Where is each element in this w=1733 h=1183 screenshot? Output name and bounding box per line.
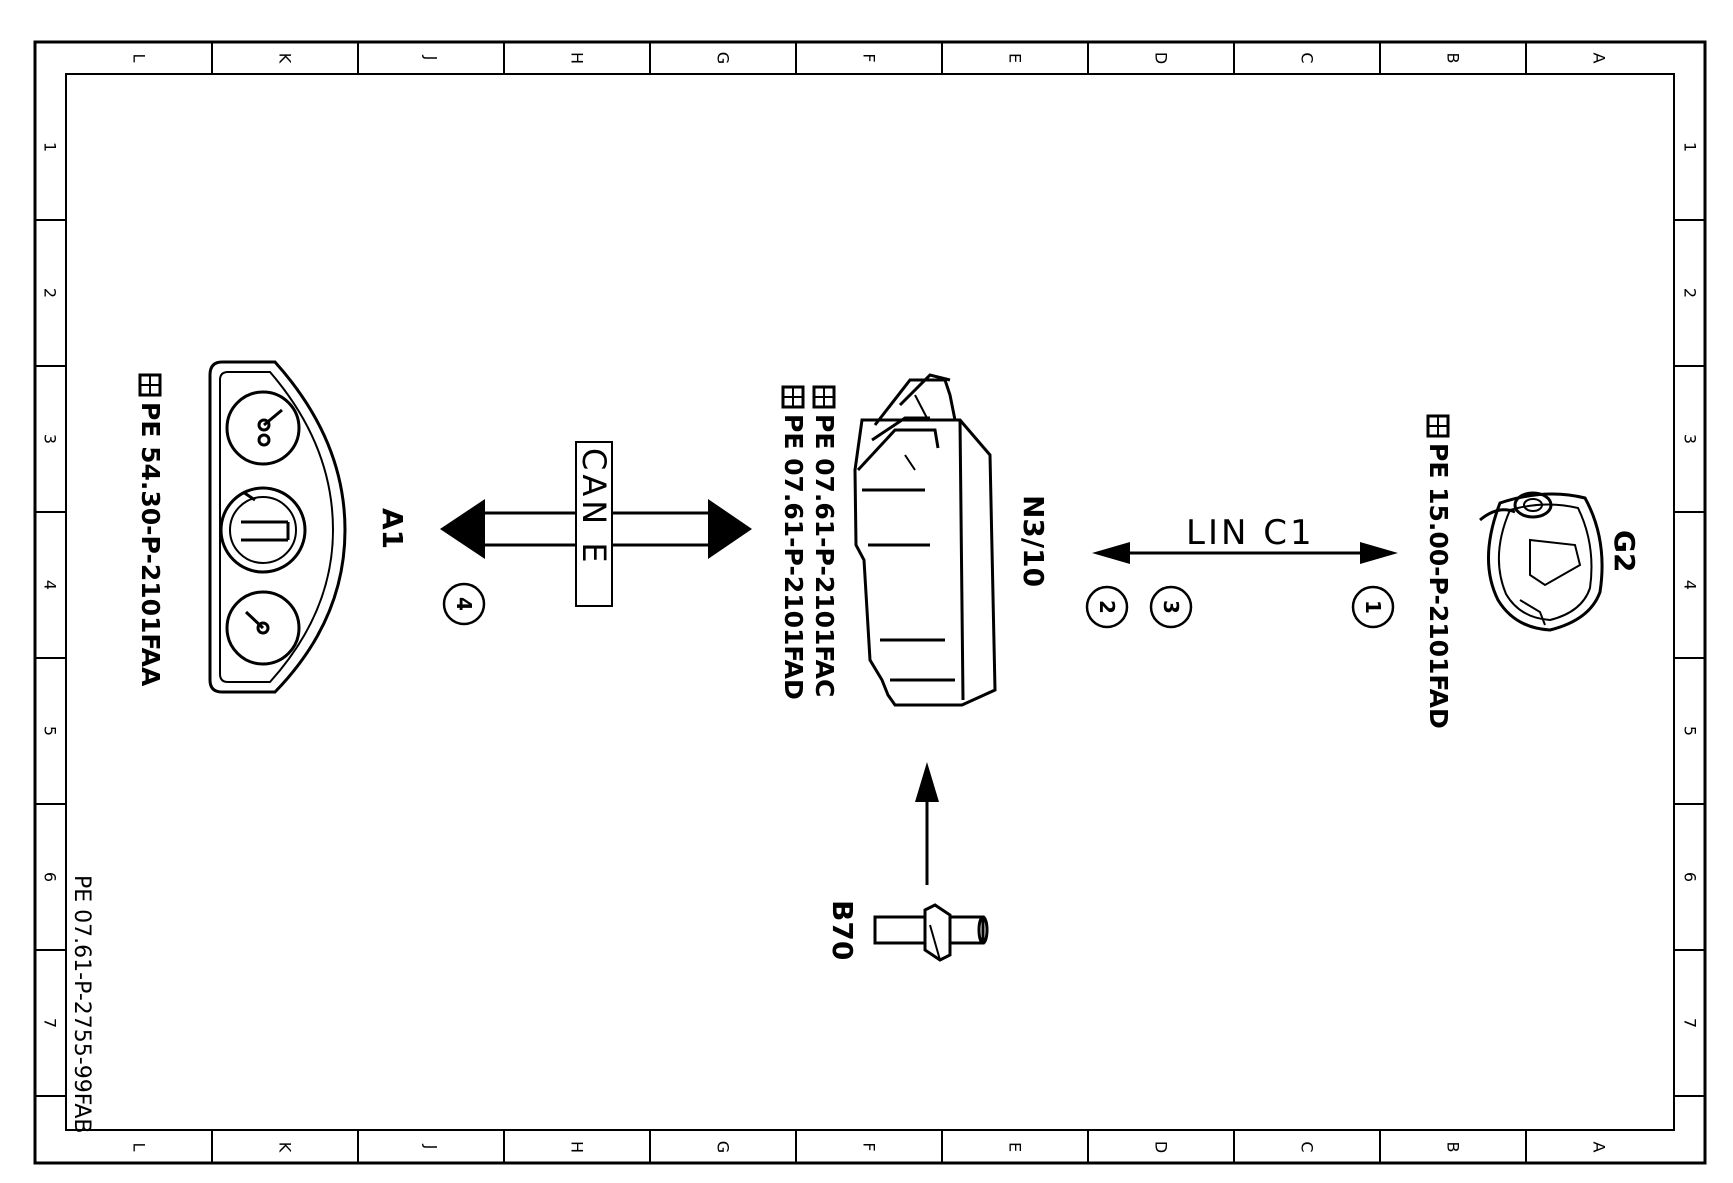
column-label: K bbox=[276, 1142, 295, 1153]
callout-3: 3 bbox=[1149, 585, 1193, 629]
column-label: J bbox=[422, 55, 441, 61]
column-label: H bbox=[568, 52, 587, 64]
row-label: 2 bbox=[1681, 288, 1700, 298]
column-label: G bbox=[714, 1141, 733, 1153]
svg-text:3: 3 bbox=[1159, 600, 1183, 614]
svg-text:2: 2 bbox=[1095, 600, 1119, 614]
svg-text:4: 4 bbox=[452, 597, 476, 611]
row-label: 6 bbox=[1681, 872, 1700, 882]
callout-4: 4 bbox=[442, 582, 486, 626]
row-label: 4 bbox=[41, 580, 60, 590]
sensor-signal-arrow bbox=[915, 762, 939, 885]
drawing-frame bbox=[33, 40, 1707, 1165]
row-labels-left: 1 2 3 4 5 6 7 bbox=[41, 142, 60, 1028]
column-label: E bbox=[1006, 1142, 1025, 1152]
a1-reference: PE 54.30-P-2101FAA bbox=[136, 402, 165, 687]
column-label: B bbox=[1444, 53, 1463, 64]
alternator-icon bbox=[1479, 491, 1604, 632]
column-label: L bbox=[130, 54, 149, 63]
row-label: 1 bbox=[41, 142, 60, 152]
row-label: 2 bbox=[41, 288, 60, 298]
column-label: F bbox=[860, 53, 879, 62]
document-number: PE 07.61-P-2755-99FAB bbox=[69, 875, 94, 1134]
pointing-hand-icon bbox=[1426, 414, 1450, 438]
sensor-icon bbox=[873, 903, 989, 962]
b70-label: B70 bbox=[826, 900, 859, 960]
row-labels-right: 1 2 3 4 5 6 7 bbox=[1681, 142, 1700, 1028]
column-label: B bbox=[1444, 1142, 1463, 1153]
column-label: L bbox=[130, 1143, 149, 1152]
row-label: 3 bbox=[41, 434, 60, 444]
n3-10-reference-2: PE 07.61-P-2101FAD bbox=[779, 414, 808, 700]
g2-reference: PE 15.00-P-2101FAD bbox=[1424, 443, 1453, 729]
column-label: D bbox=[1152, 1141, 1171, 1153]
column-label: A bbox=[1590, 1142, 1609, 1153]
column-label: K bbox=[276, 53, 295, 64]
g2-label: G2 bbox=[1608, 530, 1641, 572]
column-label: A bbox=[1590, 53, 1609, 64]
callout-2: 2 bbox=[1085, 585, 1129, 629]
row-label: 6 bbox=[41, 872, 60, 882]
n3-10-label: N3/10 bbox=[1017, 495, 1050, 587]
column-label: H bbox=[568, 1141, 587, 1153]
column-label: G bbox=[714, 52, 733, 64]
row-label: 1 bbox=[1681, 142, 1700, 152]
callout-1: 1 bbox=[1351, 585, 1395, 629]
lin-c1-label: LIN C1 bbox=[1186, 513, 1315, 553]
pointing-hand-icon bbox=[138, 373, 162, 397]
row-label: 4 bbox=[1681, 580, 1700, 590]
component-b70: B70 bbox=[826, 762, 989, 962]
row-label: 5 bbox=[1681, 726, 1700, 736]
a1-label: A1 bbox=[376, 508, 409, 549]
column-label: F bbox=[860, 1142, 879, 1151]
row-label: 3 bbox=[1681, 434, 1700, 444]
n3-10-reference-1: PE 07.61-P-2101FAC bbox=[810, 414, 839, 697]
column-label: J bbox=[422, 1144, 441, 1150]
column-label: E bbox=[1006, 53, 1025, 63]
column-label: C bbox=[1298, 1141, 1317, 1152]
svg-text:1: 1 bbox=[1361, 600, 1385, 614]
can-e-connection: CAN E bbox=[440, 441, 752, 607]
row-label: 7 bbox=[1681, 1018, 1700, 1028]
column-label: D bbox=[1152, 52, 1171, 64]
can-e-label: CAN E bbox=[575, 448, 613, 567]
component-g2: G2 PE 15.00-P-2101FAD 1 bbox=[1351, 414, 1641, 729]
row-label: 7 bbox=[41, 1018, 60, 1028]
component-a1: A1 PE 54.30-P-2101FAA 4 bbox=[136, 360, 486, 694]
pointing-hand-icon bbox=[812, 385, 836, 409]
lin-c1-connection: LIN C1 bbox=[1092, 513, 1398, 564]
pointing-hand-icon bbox=[781, 385, 805, 409]
column-label: C bbox=[1298, 52, 1317, 63]
component-n3-10: N3/10 PE 07.61-P-2101FAC PE 07.61-P-2101… bbox=[779, 373, 1193, 707]
instrument-cluster-icon bbox=[208, 360, 347, 694]
control-unit-icon bbox=[853, 373, 997, 707]
row-label: 5 bbox=[41, 726, 60, 736]
